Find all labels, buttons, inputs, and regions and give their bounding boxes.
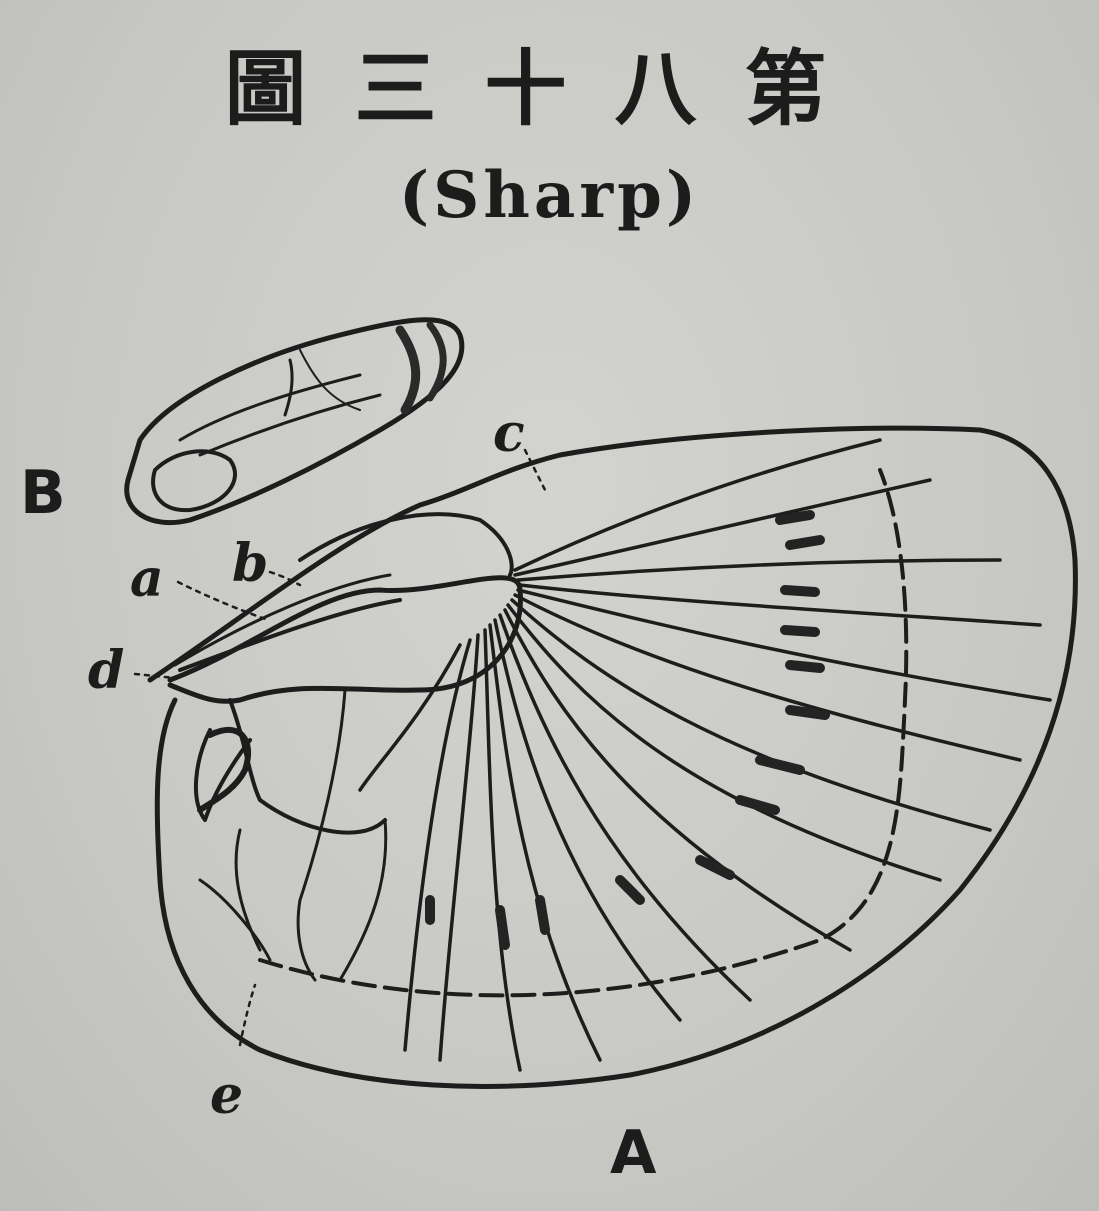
label-B: B bbox=[20, 458, 66, 528]
label-c: c bbox=[493, 403, 525, 464]
unfolded-wing-a bbox=[150, 428, 1075, 1086]
label-e: e bbox=[210, 1065, 243, 1126]
label-a: a bbox=[130, 548, 164, 609]
folded-wing-b bbox=[127, 320, 462, 523]
label-b: b bbox=[232, 533, 268, 594]
label-A: A bbox=[610, 1118, 656, 1188]
label-d: d bbox=[88, 640, 124, 701]
